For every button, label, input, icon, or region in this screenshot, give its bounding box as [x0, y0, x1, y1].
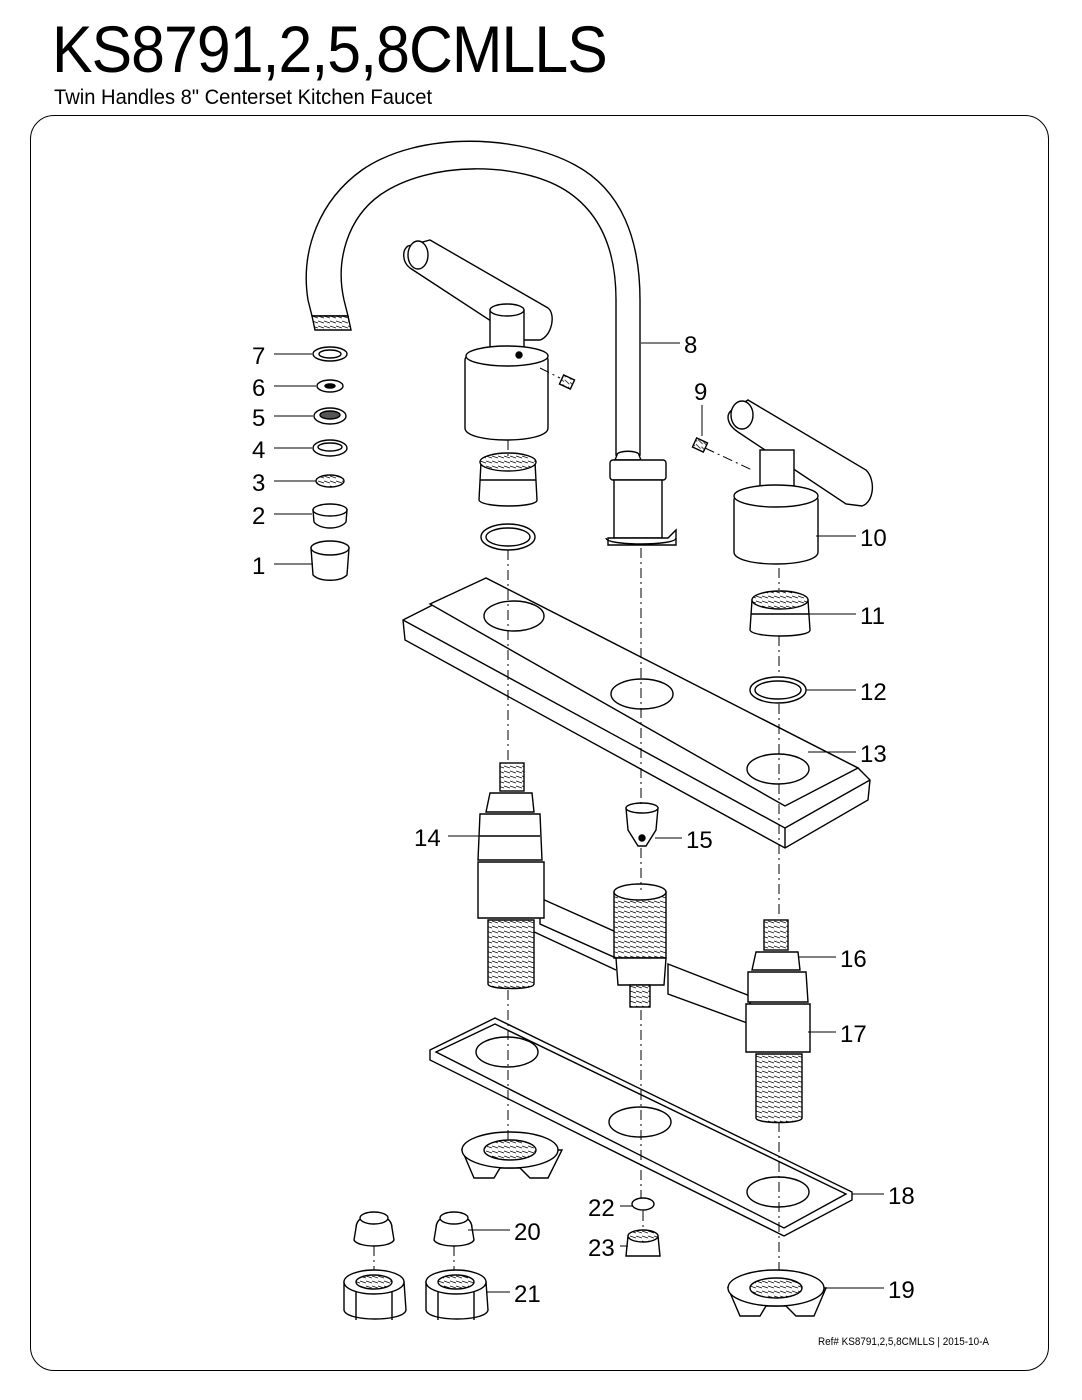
- callout-13: 13: [860, 741, 887, 768]
- callout-15: 15: [686, 827, 713, 854]
- callout-18: 18: [888, 1183, 915, 1210]
- top-deck-plate-part-13: [402, 577, 871, 849]
- bottom-gasket-plate-part-18: [429, 1017, 853, 1237]
- spout-part-8: [305, 140, 677, 546]
- callout-14: 14: [414, 825, 441, 852]
- callout-23: 23: [588, 1235, 615, 1262]
- callout-1: 1: [252, 553, 265, 580]
- product-description: Twin Handles 8" Centerset Kitchen Faucet: [54, 86, 433, 109]
- callout-9: 9: [694, 379, 707, 406]
- left-mounting-nut: [460, 1131, 564, 1179]
- center-connector-part-15: [625, 802, 659, 847]
- callout-8: 8: [684, 332, 697, 359]
- left-handle-assembly: [403, 239, 576, 441]
- callout-3: 3: [252, 470, 265, 497]
- callout-21: 21: [514, 1281, 541, 1308]
- callout-5: 5: [252, 405, 265, 432]
- washer-nut-parts-22-23: [625, 1197, 661, 1257]
- callout-22: 22: [588, 1195, 615, 1222]
- valve-body-assembly: [529, 883, 751, 1026]
- left-bonnet-nut: [478, 452, 538, 551]
- left-cartridge-part-14: [477, 762, 545, 990]
- aerator-parts-1-7: [310, 346, 350, 581]
- model-number-title: KS8791,2,5,8CMLLS: [52, 12, 608, 86]
- right-bonnet-nut-part-11: [749, 590, 811, 704]
- callout-11: 11: [860, 603, 885, 630]
- right-cartridge-parts-16-17: [745, 919, 811, 1124]
- callout-7: 7: [252, 343, 265, 370]
- callout-leader-lines: [274, 342, 884, 1293]
- callout-17: 17: [840, 1021, 867, 1048]
- coupling-nuts-part-21: [343, 1269, 489, 1320]
- assembly-center-lines: [373, 367, 780, 1270]
- ferrules-part-20: [353, 1211, 475, 1247]
- diagram-frame: [30, 115, 1049, 1371]
- callout-2: 2: [252, 503, 265, 530]
- callout-16: 16: [840, 946, 867, 973]
- callout-10: 10: [860, 525, 887, 552]
- callout-19: 19: [888, 1277, 915, 1304]
- right-handle-part-10: [691, 399, 873, 565]
- callout-4: 4: [252, 437, 265, 464]
- callout-labels: 1 2 3 4 5 6 7 8 9 10 11 12 13 14 15 16 1…: [252, 332, 915, 1308]
- reference-footer: Ref# KS8791,2,5,8CMLLS | 2015-10-A: [818, 1336, 989, 1348]
- right-mounting-nut-part-19: [726, 1269, 828, 1317]
- callout-6: 6: [252, 375, 265, 402]
- callout-12: 12: [860, 679, 887, 706]
- callout-20: 20: [514, 1219, 541, 1246]
